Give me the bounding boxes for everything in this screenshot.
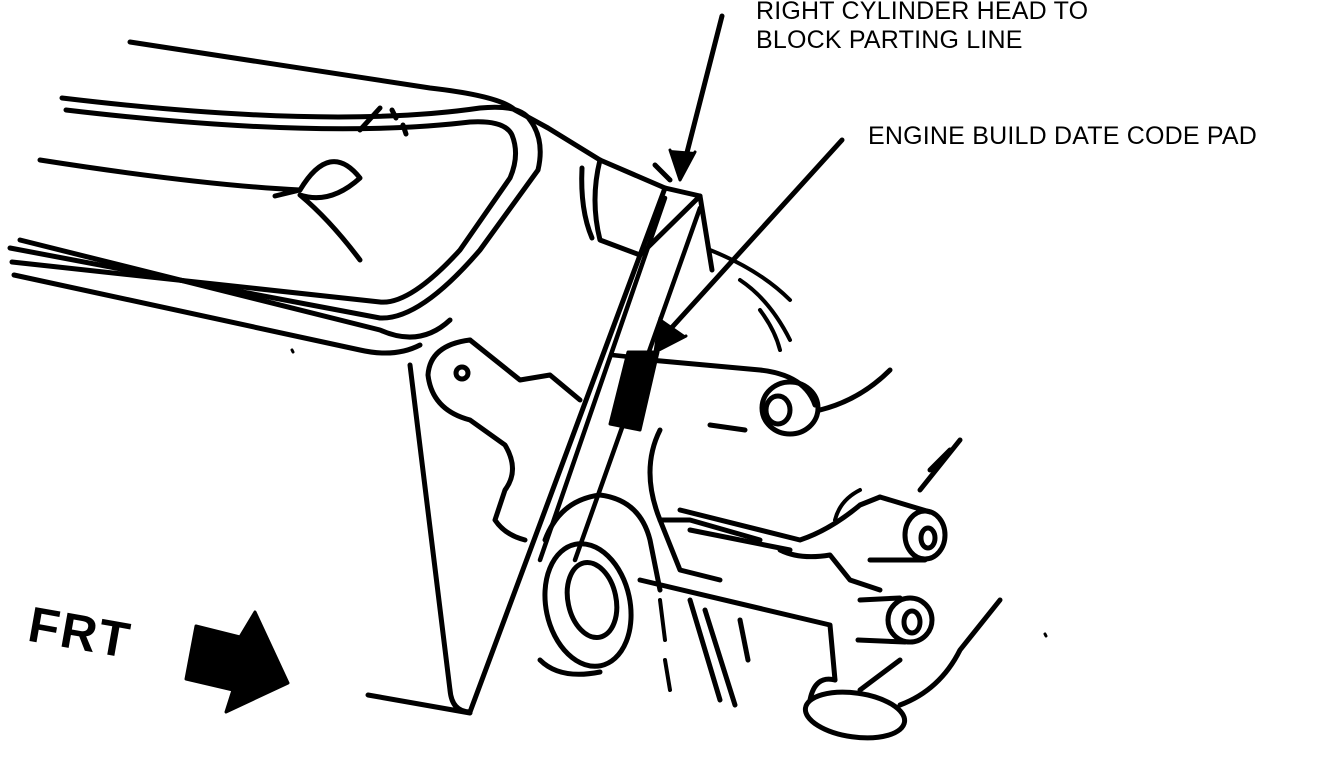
parting-line-callout-line2: BLOCK PARTING LINE <box>756 26 1023 54</box>
front-direction-arrow <box>184 610 290 714</box>
shading-strokes <box>658 248 862 692</box>
water-pump-housing <box>637 357 963 708</box>
engine-build-date-code-pad <box>608 350 660 432</box>
engine-block <box>365 157 715 716</box>
leader-parting-line <box>668 13 725 182</box>
outlet-neck <box>802 597 1003 741</box>
leader-code-pad <box>653 137 845 354</box>
mounting-bracket <box>425 337 583 543</box>
code-pad-callout: ENGINE BUILD DATE CODE PAD <box>868 122 1258 150</box>
print-specks <box>290 348 1048 638</box>
parting-line-callout: RIGHT CYLINDER HEAD TO BLOCK PARTING LIN… <box>756 0 1088 55</box>
valve-cover <box>7 39 603 356</box>
lower-boss <box>537 492 663 677</box>
parting-line-callout-line1: RIGHT CYLINDER HEAD TO <box>756 0 1089 25</box>
